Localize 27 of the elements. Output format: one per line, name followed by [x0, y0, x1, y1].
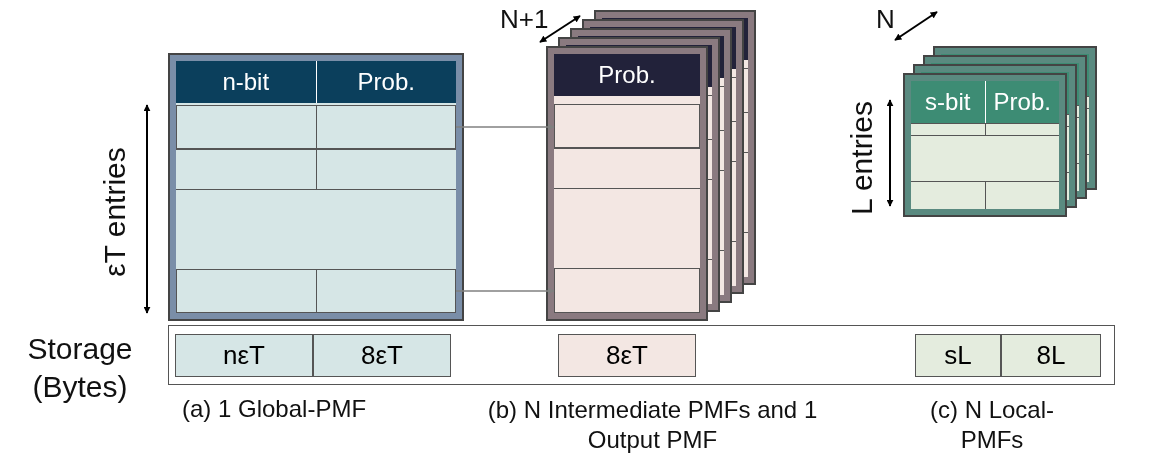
table-header-cell: s-bit [911, 81, 986, 123]
arrow [455, 123, 555, 131]
table [905, 75, 1065, 215]
table-header-cell: Prob. [316, 61, 456, 103]
label: N+1 [500, 4, 549, 35]
label: (c) N Local-PMFs [929, 395, 1055, 455]
storage-cell: sL [915, 334, 1001, 377]
storage-cell: 8L [1001, 334, 1101, 377]
storage-cell: nεT [175, 334, 313, 377]
label: (a) 1 Global-PMF [182, 395, 367, 423]
axis-label: L entries [845, 101, 879, 215]
label: (b) N Intermediate PMFs and 1 Output PMF [486, 395, 819, 455]
table-header-cell: n-bit [176, 61, 317, 103]
table-header-cell: Prob. [985, 81, 1059, 123]
label: Storage (Bytes) [26, 331, 134, 405]
table [548, 48, 706, 319]
table-row [176, 269, 456, 313]
arrow [455, 287, 555, 295]
axis-label: εT entries [98, 147, 132, 277]
table-row [554, 104, 700, 148]
storage-cell: 8εT [313, 334, 451, 377]
table [170, 55, 462, 319]
table-header-cell: Prob. [554, 54, 700, 96]
storage-cell: 8εT [558, 334, 696, 377]
table-row [176, 105, 456, 149]
table-row [554, 268, 700, 313]
label: N [876, 4, 895, 35]
